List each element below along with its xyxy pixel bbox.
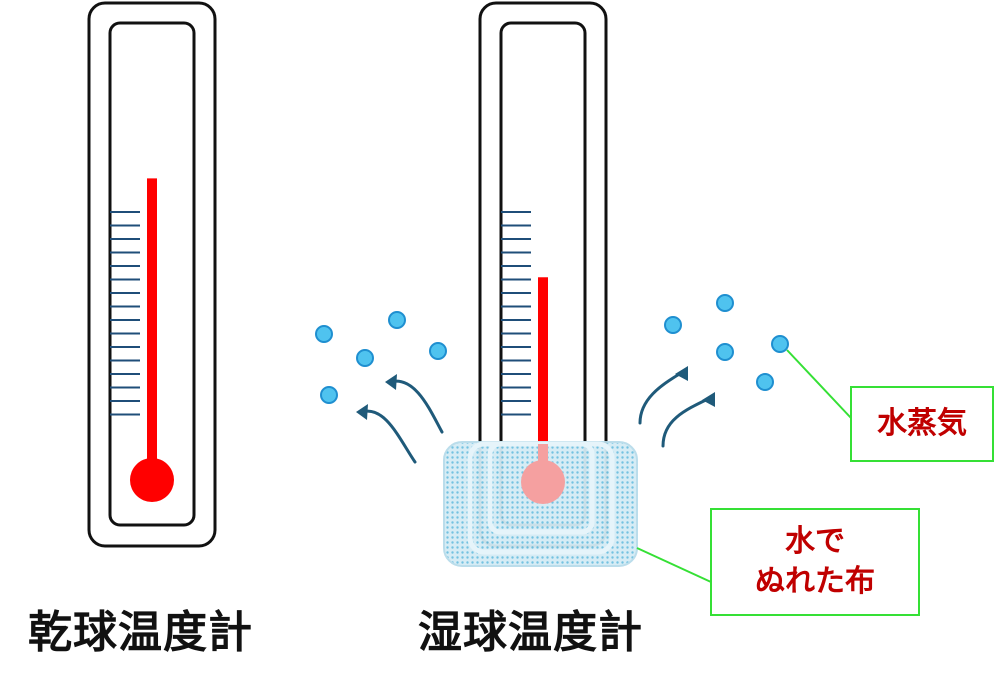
evaporation-arrows <box>356 366 715 464</box>
arrow-right-upper <box>638 370 685 425</box>
dry-bulb-caption: 乾球温度計 <box>28 607 253 658</box>
arrow-right-lower <box>661 396 712 448</box>
wet-cloth-label: 水で ぬれた布 <box>710 508 920 616</box>
water-vapor-label-text: 水蒸気 <box>877 406 967 441</box>
wet-bulb-caption: 湿球温度計 <box>418 607 643 658</box>
dry-bulb-thermometer <box>87 1 217 548</box>
wet-cloth <box>443 441 638 567</box>
arrow-left-lower-head <box>356 404 368 420</box>
wet-cloth-label-line2: ぬれた布 <box>755 564 875 599</box>
wet-cloth-label-line1: 水で <box>785 524 845 559</box>
droplet <box>664 316 682 334</box>
droplet <box>315 325 333 343</box>
water-vapor-label: 水蒸気 <box>850 386 994 462</box>
dry-mercury-column <box>147 178 157 470</box>
wet-scale-ticks <box>501 211 531 416</box>
arrow-right-upper-head <box>675 366 688 381</box>
droplet <box>356 349 374 367</box>
wet-column-under-cloth <box>538 444 548 474</box>
dry-scale-ticks <box>110 211 140 416</box>
droplet <box>716 343 734 361</box>
wet-mercury-column <box>538 277 548 444</box>
arrow-left-upper-head <box>385 374 397 390</box>
water-vapor-droplets <box>315 294 789 404</box>
droplet <box>771 335 789 353</box>
droplet <box>388 311 406 329</box>
vapor-leader-line <box>786 349 852 419</box>
cloth-leader-line <box>636 547 712 583</box>
droplet <box>756 373 774 391</box>
droplet <box>429 342 447 360</box>
droplet <box>320 386 338 404</box>
dry-bulb <box>130 458 174 502</box>
droplet <box>716 294 734 312</box>
arrow-right-lower-head <box>702 392 715 407</box>
wet-bulb <box>521 460 565 504</box>
arrow-left-upper <box>388 379 444 434</box>
arrow-left-lower <box>360 409 417 464</box>
wet-bulb-thermometer <box>478 1 608 548</box>
